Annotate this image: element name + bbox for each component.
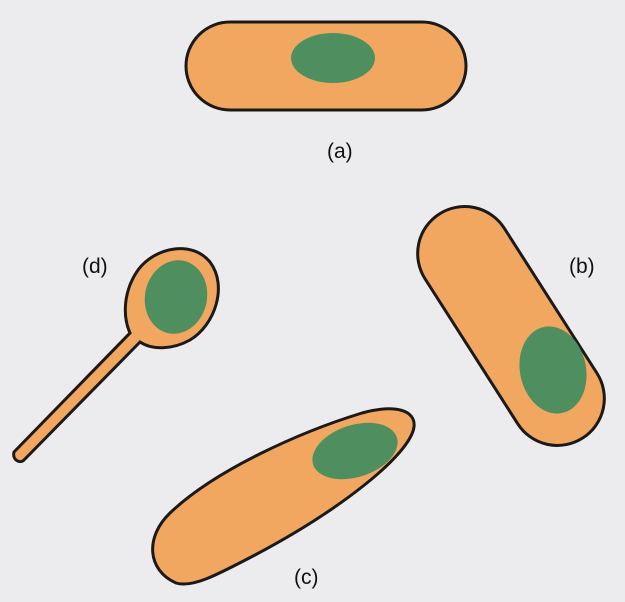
cell-d <box>14 249 219 462</box>
label-a: (a) <box>327 140 353 164</box>
label-c: (c) <box>294 566 319 590</box>
cell-a-spore <box>291 33 375 83</box>
cell-b-body <box>400 189 623 464</box>
label-b: (b) <box>569 255 595 279</box>
cell-a <box>186 22 466 110</box>
label-d: (d) <box>82 255 108 279</box>
cell-c <box>153 409 414 584</box>
cell-b <box>400 189 623 464</box>
